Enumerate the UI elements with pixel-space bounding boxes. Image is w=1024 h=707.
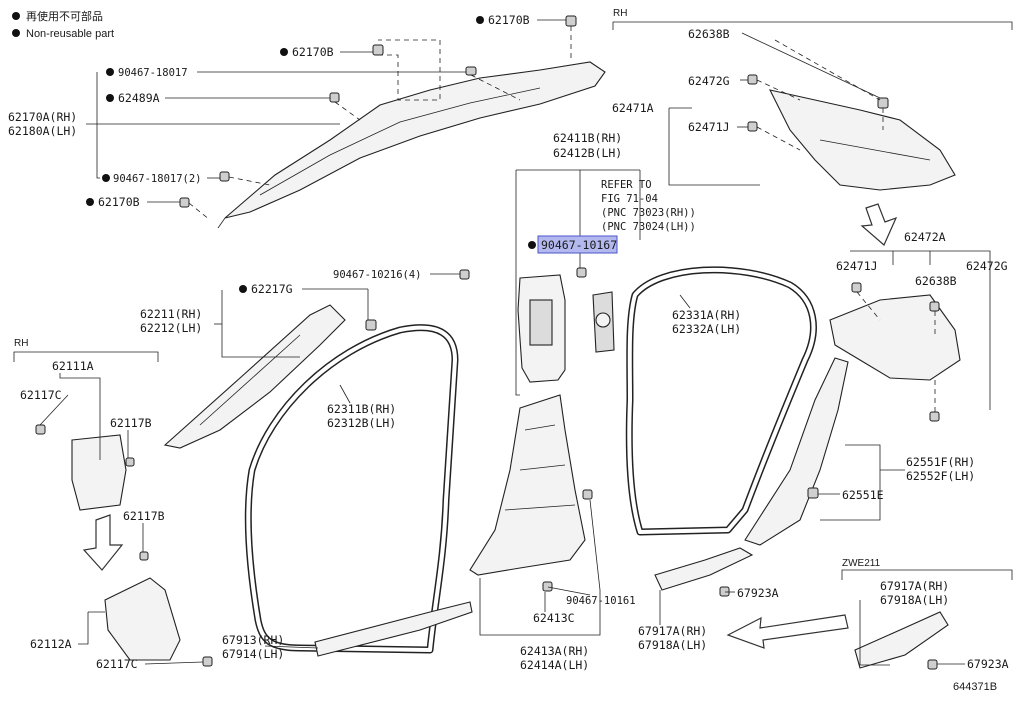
label-62413A[interactable]: 62413A(RH) [520,644,589,658]
label-90467-18017-2[interactable]: 90467-18017(2) [113,173,202,185]
label-62413C[interactable]: 62413C [533,611,575,625]
label-90467-10167[interactable]: 90467-10167 [541,238,617,252]
label-62212[interactable]: 62212(LH) [140,321,202,335]
label-62170A[interactable]: 62170A(RH) [8,110,77,124]
label-62414A[interactable]: 62414A(LH) [520,658,589,672]
label-62111A[interactable]: 62111A [52,359,94,373]
label-62117B[interactable]: 62117B [123,509,165,523]
label-62117B[interactable]: 62117B [110,416,152,430]
c-pillar-garnish-part [744,357,849,546]
label-62471J[interactable]: 62471J [688,120,730,134]
b-pillar-lower-garnish-part [469,394,593,592]
down-arrow-icon [860,203,898,246]
rear-scuff-plate-part [654,547,754,597]
quarter-side-trim-part [35,424,135,511]
label-62312B[interactable]: 62312B(LH) [327,416,396,430]
label-62332A[interactable]: 62332A(LH) [672,322,741,336]
quarter-trim-lower-part [829,282,961,422]
legend-dot-icon [12,12,20,20]
label-67918A[interactable]: 67918A(LH) [880,593,949,607]
direction-arrows [82,203,898,649]
label-67917A[interactable]: 67917A(RH) [880,579,949,593]
label-62471A[interactable]: 62471A [612,101,654,115]
label-67923A[interactable]: 67923A [737,586,779,600]
legend: 再使用不可部品 Non-reusable part [12,9,114,40]
section-zwe: ZWE211 [841,558,1013,580]
label-62117C[interactable]: 62117C [20,388,62,402]
figure-number: 644371B [953,681,997,693]
label-90467-10216[interactable]: 90467-10216(4) [333,269,422,281]
front-scuff-plate-part [314,601,473,657]
front-pillar-lower-garnish-part [163,304,377,449]
section-label: ZWE211 [842,558,881,569]
label-62211[interactable]: 62211(RH) [140,307,202,321]
quarter-trim-upper-part [747,39,956,191]
section-label: RH [14,338,28,349]
label-62311B[interactable]: 62311B(RH) [327,402,396,416]
label-62489A[interactable]: 62489A [118,91,160,105]
left-arrow-icon [726,614,849,649]
label-62331A[interactable]: 62331A(RH) [672,308,741,322]
seatbelt-part [592,291,615,353]
label-refer-1: REFER TO [601,179,652,191]
label-62471J[interactable]: 62471J [836,259,878,273]
down-arrow-icon [82,514,124,571]
label-62180A[interactable]: 62180A(LH) [8,124,77,138]
legend-dot-icon [12,29,20,37]
section-label: RH [613,8,627,19]
label-62638B[interactable]: 62638B [688,27,730,41]
non-reusable-dots [86,16,536,293]
b-pillar-upper-garnish-part [459,267,587,383]
label-62638B[interactable]: 62638B [915,274,957,288]
label-62412B[interactable]: 62412B(LH) [553,146,622,160]
section-rh-left: RH [13,338,159,362]
label-62552F[interactable]: 62552F(LH) [906,469,975,483]
legend-jp: 再使用不可部品 [26,9,103,23]
zwe-scuff-plate-part [854,611,949,670]
front-door-weatherstrip-part [244,324,459,654]
label-67923A[interactable]: 67923A [967,657,1009,671]
a-pillar-garnish-part [217,61,606,229]
leader-lines [39,19,991,666]
part-labels: 62170B 62170B 90467-18017 62489A 62170A(… [8,13,1009,693]
section-rh-top: RH [612,8,1013,30]
dashed-guides-upper [188,26,572,221]
label-62551F[interactable]: 62551F(RH) [906,455,975,469]
cowl-side-trim-part [104,551,213,667]
label-62472G[interactable]: 62472G [688,74,730,88]
highlighted-part-box[interactable] [537,235,618,254]
clips-upper [179,15,577,208]
label-90467-10161[interactable]: 90467-10161 [566,595,636,607]
label-62112A[interactable]: 62112A [30,637,72,651]
label-67918A[interactable]: 67918A(LH) [638,638,707,652]
label-62472G[interactable]: 62472G [966,259,1008,273]
label-refer-2[interactable]: FIG 71-04 [601,193,658,205]
label-refer-4: (PNC 73024(LH)) [601,221,696,233]
rear-door-weatherstrip-part [625,266,817,536]
label-62472A[interactable]: 62472A [904,230,946,244]
label-62170B[interactable]: 62170B [488,13,530,27]
label-62411B[interactable]: 62411B(RH) [553,131,622,145]
label-62551E[interactable]: 62551E [842,488,884,502]
legend-en: Non-reusable part [26,28,114,40]
label-62170B[interactable]: 62170B [292,45,334,59]
label-67913[interactable]: 67913(RH) [222,633,284,647]
label-refer-3: (PNC 73023(RH)) [601,207,696,219]
label-67917A[interactable]: 67917A(RH) [638,624,707,638]
label-67914[interactable]: 67914(LH) [222,647,284,661]
label-62117C[interactable]: 62117C [96,657,138,671]
label-62217G[interactable]: 62217G [251,282,293,296]
label-62170B[interactable]: 62170B [98,195,140,209]
label-90467-18017[interactable]: 90467-18017 [118,67,188,79]
